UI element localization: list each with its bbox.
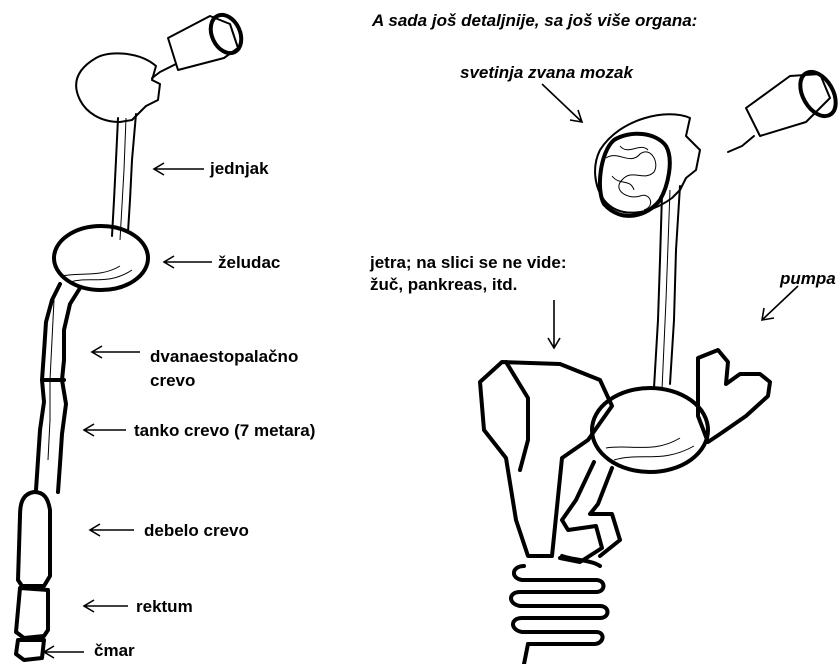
left-small-intestine-drawing xyxy=(36,284,80,492)
label-duodenum-line2: crevo xyxy=(150,370,195,391)
brain-drawing xyxy=(600,134,670,216)
label-heart: pumpa xyxy=(780,268,836,289)
diagram-heading: A sada još detaljnije, sa još više organ… xyxy=(372,10,697,31)
label-duodenum-line1: dvanaestopalačno xyxy=(150,346,298,367)
right-stomach-drawing xyxy=(592,388,708,472)
left-head-outline xyxy=(76,53,160,122)
right-head-outline xyxy=(595,114,700,212)
left-esophagus-drawing xyxy=(112,114,136,240)
label-anus: čmar xyxy=(94,640,135,661)
right-arrows xyxy=(542,84,798,348)
left-digestive-figure xyxy=(16,10,247,660)
label-brain: svetinja zvana mozak xyxy=(460,62,633,83)
right-intestine-coils xyxy=(511,556,608,664)
left-arrows xyxy=(44,163,212,658)
label-liver-line1: jetra; na slici se ne vide: xyxy=(370,252,567,273)
right-duodenum-drawing xyxy=(560,462,620,562)
left-large-intestine-drawing xyxy=(18,492,50,586)
left-cup-drawing xyxy=(152,10,247,78)
right-cup-drawing xyxy=(728,66,838,152)
left-rectum-drawing xyxy=(16,588,48,638)
label-stomach: želudac xyxy=(218,252,280,273)
right-anatomy-figure xyxy=(480,66,838,664)
liver-inner-line xyxy=(506,362,528,470)
left-stomach-drawing xyxy=(54,226,148,290)
label-small-intestine: tanko crevo (7 metara) xyxy=(134,420,315,441)
label-large-intestine: debelo crevo xyxy=(144,520,249,541)
label-esophagus: jednjak xyxy=(210,158,269,179)
label-liver-line2: žuč, pankreas, itd. xyxy=(370,274,517,295)
label-rectum: rektum xyxy=(136,596,193,617)
right-esophagus-drawing xyxy=(654,186,680,390)
left-anus-drawing xyxy=(16,640,44,660)
